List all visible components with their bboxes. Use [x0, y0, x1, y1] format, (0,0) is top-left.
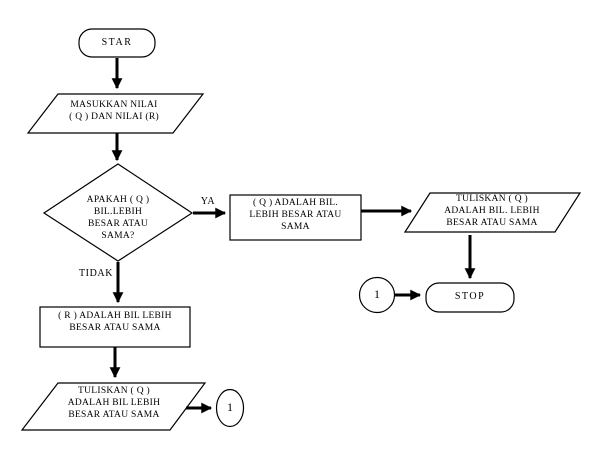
connector-out-label: 1 [227, 400, 233, 414]
process-r-node-label: ( R ) ADALAH BIL LEBIH BESAR ATAU SAMA [58, 311, 172, 333]
process-q-node-label: ( Q ) ADALAH BIL. LEBIH BESAR ATAU SAMA [249, 198, 342, 232]
output-r-node-label: TULISKAN ( Q ) ADALAH BIL LEBIH BESAR AT… [67, 386, 161, 420]
process-q-rectangle-shape [229, 194, 362, 241]
connector-out-circle-shape [215, 388, 245, 428]
input-node-label: MASUKKAN NILAI ( Q ) DAN NILAI (R) [69, 100, 159, 122]
yes-edge-label: YA [200, 196, 216, 207]
output-r-parallelogram-shape [20, 382, 207, 431]
output-q-parallelogram-shape [403, 192, 582, 233]
start-terminator-shape [78, 28, 156, 58]
connector-stop-label: 1 [374, 287, 380, 301]
decision-diamond-shape [42, 163, 194, 262]
start-node-label: STAR [101, 37, 133, 48]
input-parallelogram-shape [26, 93, 205, 134]
stop-node-label: STOP [454, 291, 486, 302]
no-edge-label: TIDAK [78, 268, 114, 279]
decision-node-label: APAKAH ( Q ) BIL.LEBIH BESAR ATAU SAMA? [86, 195, 150, 241]
output-q-node-label: TULISKAN ( Q ) ADALAH BIL. LEBIH BESAR A… [444, 194, 540, 228]
stop-terminator-shape [425, 282, 515, 313]
